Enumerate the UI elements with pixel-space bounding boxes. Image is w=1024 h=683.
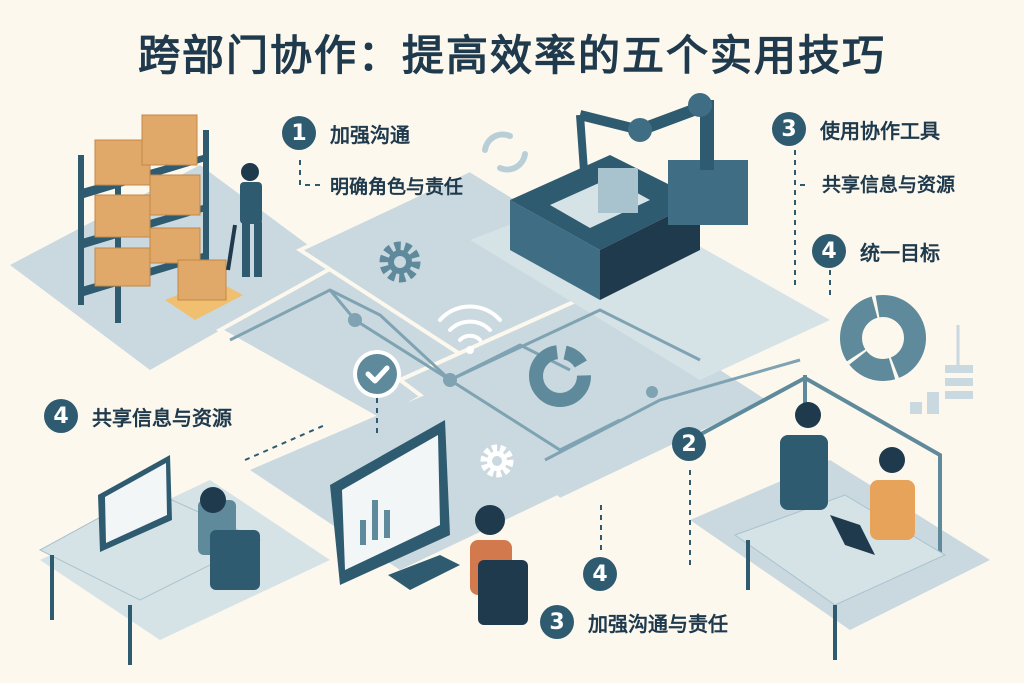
- tip-1-sub: 明确角色与责任: [330, 172, 463, 199]
- warehouse-scene: [78, 114, 262, 323]
- donut-chart-icon: [840, 295, 926, 381]
- tip-2: 2: [672, 427, 720, 461]
- tip-number-badge: 4: [583, 557, 617, 591]
- factory-scene: [510, 93, 748, 300]
- tip-3-bottom: 3 加强沟通与责任: [540, 605, 728, 639]
- tip-number-badge: 3: [772, 112, 806, 146]
- tip-3-sub: 共享信息与资源: [822, 170, 955, 197]
- desk-scene-left: [38, 455, 262, 665]
- bar-chart-icon: [910, 325, 973, 414]
- tip-sub-label: 明确角色与责任: [330, 176, 464, 198]
- tip-number-badge: 2: [672, 427, 706, 461]
- tip-4-bottom: 4: [583, 557, 631, 591]
- meeting-scene: [689, 375, 947, 660]
- tip-3-top: 3 使用协作工具: [772, 112, 940, 146]
- tip-number-badge: 3: [540, 605, 574, 639]
- tip-1: 1 加强沟通: [282, 116, 410, 150]
- desk-scene-center: [330, 420, 528, 625]
- tip-number-badge: 4: [812, 234, 846, 268]
- check-icon: [353, 350, 401, 434]
- tip-4-left: 4 共享信息与资源: [44, 399, 232, 433]
- tip-label: 统一目标: [860, 240, 940, 265]
- tip-sub-label: 共享信息与资源: [822, 174, 956, 196]
- gear-icon-small: [480, 444, 514, 478]
- tip-number-badge: 1: [282, 116, 316, 150]
- gear-icon: [379, 241, 421, 283]
- wifi-icon: [438, 304, 502, 354]
- page-title: 跨部门协作：提高效率的五个实用技巧: [137, 31, 886, 80]
- pie-chart-icon: [529, 345, 591, 407]
- tip-label: 加强沟通与责任: [588, 611, 728, 636]
- tip-number-badge: 4: [44, 399, 78, 433]
- tip-label: 加强沟通: [330, 122, 410, 147]
- dashed-connectors: [244, 150, 831, 565]
- tip-label: 使用协作工具: [820, 118, 940, 143]
- handshake-icon: [482, 131, 528, 173]
- tip-4-top: 4 统一目标: [812, 234, 940, 268]
- tip-label: 共享信息与资源: [92, 405, 232, 430]
